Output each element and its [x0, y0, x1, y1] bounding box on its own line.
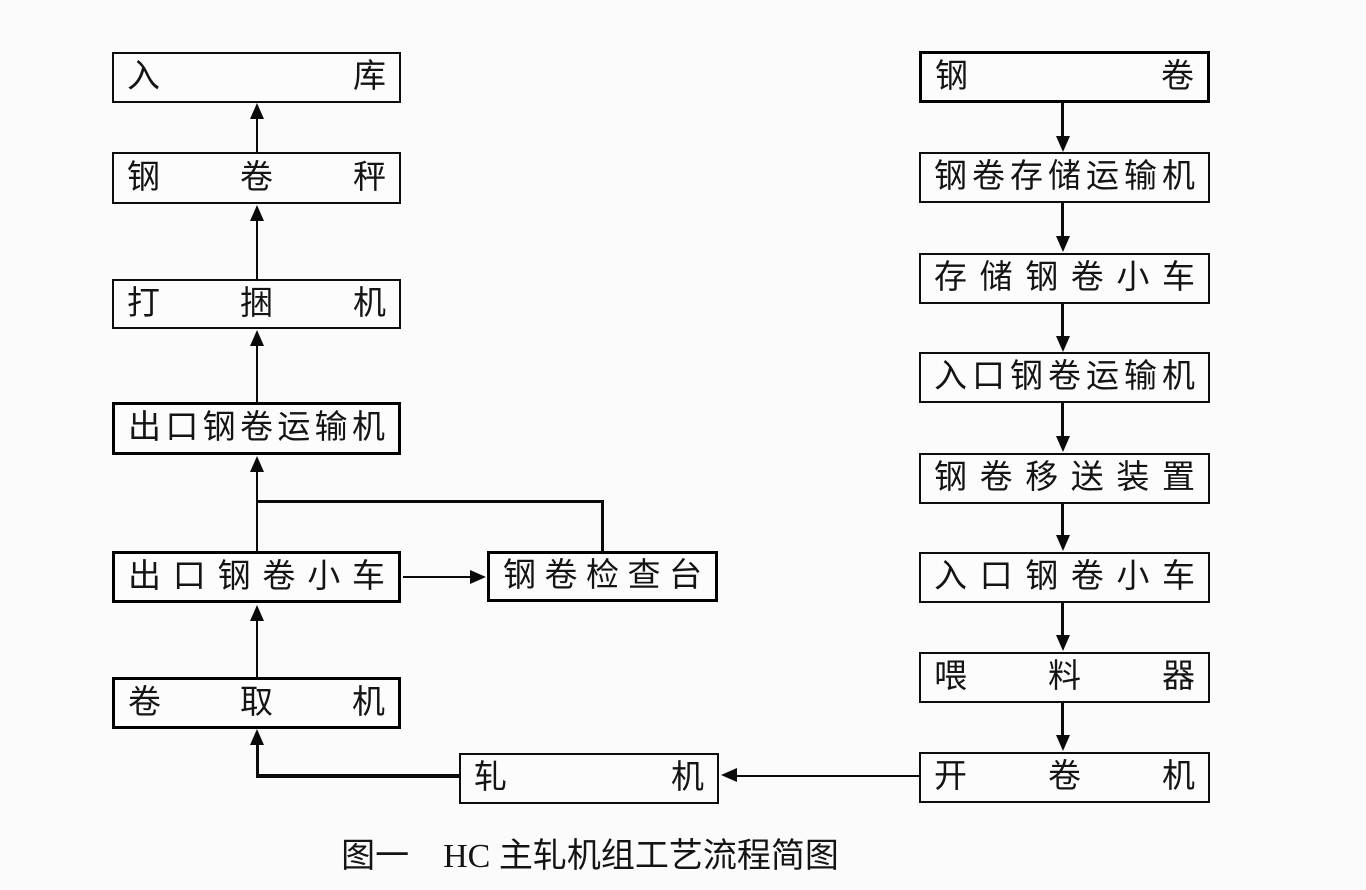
arrow-line-bundling-to-coil-scale: [256, 220, 258, 279]
arrow-head-exit-conveyor-to-bundling: [250, 330, 264, 346]
arrow-head-storage-conveyor-to-storage-car: [1056, 236, 1070, 252]
node-coil-scale: 钢卷秤: [112, 152, 401, 204]
arrow-head-coiler-to-exit-car: [250, 605, 264, 621]
arrow-line-uncoiler-to-rolling-mill: [737, 775, 919, 777]
arrow-line-transfer-device-to-entry-car: [1061, 504, 1064, 536]
node-rolling-mill-label: 轧机: [474, 760, 704, 796]
node-steel-coil: 钢卷: [919, 51, 1210, 103]
node-storage-coil-car: 存储钢卷小车: [919, 253, 1210, 304]
return-line-inspection-vertical: [601, 500, 604, 551]
node-entry-coil-conveyor: 入口钢卷运输机: [919, 352, 1210, 403]
arrow-line-entry-conveyor-to-transfer-device: [1061, 403, 1064, 437]
return-line-inspection-horizontal: [256, 500, 604, 503]
node-uncoiler-label: 开卷机: [934, 759, 1195, 795]
arrow-head-transfer-device-to-entry-car: [1056, 535, 1070, 551]
arrow-head-steel-coil-to-storage-conveyor: [1056, 136, 1070, 152]
figure-caption: 图一 HC 主轧机组工艺流程简图: [341, 838, 839, 875]
node-feeder-label: 喂料器: [934, 659, 1195, 695]
node-coiler: 卷取机: [112, 677, 401, 729]
node-uncoiler: 开卷机: [919, 752, 1210, 803]
arrow-line-entry-car-to-feeder: [1061, 603, 1064, 636]
node-coil-inspection-station: 钢卷检查台: [487, 551, 718, 602]
arrow-line-exit-car-to-exit-conveyor: [256, 471, 258, 551]
node-coiler-label: 卷取机: [128, 684, 385, 721]
node-coil-inspection-station-label: 钢卷检查台: [503, 558, 702, 594]
node-coil-storage-conveyor-label: 钢卷存储运输机: [934, 159, 1195, 195]
node-coil-storage-conveyor: 钢卷存储运输机: [919, 152, 1210, 203]
arrow-head-coil-scale-to-warehousing: [250, 103, 264, 119]
arrow-head-exit-car-to-inspection: [470, 570, 486, 584]
node-warehousing-label: 入库: [127, 59, 386, 95]
arrow-head-uncoiler-to-rolling-mill: [721, 768, 737, 782]
node-coil-transfer-device: 钢卷移送装置: [919, 453, 1210, 504]
arrow-head-feeder-to-uncoiler: [1056, 735, 1070, 751]
node-entry-coil-car: 入口钢卷小车: [919, 552, 1210, 603]
node-bundling-machine: 打捆机: [112, 279, 401, 329]
arrow-line-rolling-mill-horizontal: [256, 774, 459, 778]
node-exit-coil-car: 出口钢卷小车: [112, 551, 401, 603]
node-bundling-machine-label: 打捆机: [127, 285, 386, 322]
node-storage-coil-car-label: 存储钢卷小车: [934, 260, 1195, 296]
node-exit-coil-conveyor: 出口钢卷运输机: [112, 402, 401, 455]
arrow-head-storage-car-to-entry-conveyor: [1056, 336, 1070, 352]
node-coil-scale-label: 钢卷秤: [127, 159, 386, 196]
node-coil-transfer-device-label: 钢卷移送装置: [934, 460, 1195, 496]
node-exit-coil-car-label: 出口钢卷小车: [128, 558, 385, 595]
arrow-line-rolling-mill-vertical: [256, 744, 259, 776]
arrow-line-feeder-to-uncoiler: [1061, 703, 1064, 735]
arrow-head-entry-conveyor-to-transfer-device: [1056, 436, 1070, 452]
arrow-line-storage-conveyor-to-storage-car: [1061, 203, 1064, 237]
node-steel-coil-label: 钢卷: [935, 58, 1194, 95]
node-entry-coil-car-label: 入口钢卷小车: [934, 559, 1195, 595]
arrow-head-exit-car-to-exit-conveyor: [250, 456, 264, 472]
node-exit-coil-conveyor-label: 出口钢卷运输机: [128, 410, 385, 446]
arrow-head-bundling-to-coil-scale: [250, 205, 264, 221]
arrow-line-exit-car-to-inspection: [403, 576, 470, 578]
node-rolling-mill: 轧机: [459, 753, 719, 804]
arrow-line-storage-car-to-entry-conveyor: [1061, 304, 1064, 337]
arrow-head-entry-car-to-feeder: [1056, 635, 1070, 651]
arrow-line-coiler-to-exit-car: [256, 620, 258, 677]
node-feeder: 喂料器: [919, 652, 1210, 703]
node-entry-coil-conveyor-label: 入口钢卷运输机: [934, 359, 1195, 395]
arrow-line-coil-scale-to-warehousing: [256, 118, 258, 153]
node-warehousing: 入库: [112, 52, 401, 103]
arrow-line-exit-conveyor-to-bundling: [256, 345, 258, 402]
arrow-line-steel-coil-to-storage-conveyor: [1061, 103, 1064, 137]
arrow-head-rolling-mill-to-coiler: [250, 729, 264, 745]
